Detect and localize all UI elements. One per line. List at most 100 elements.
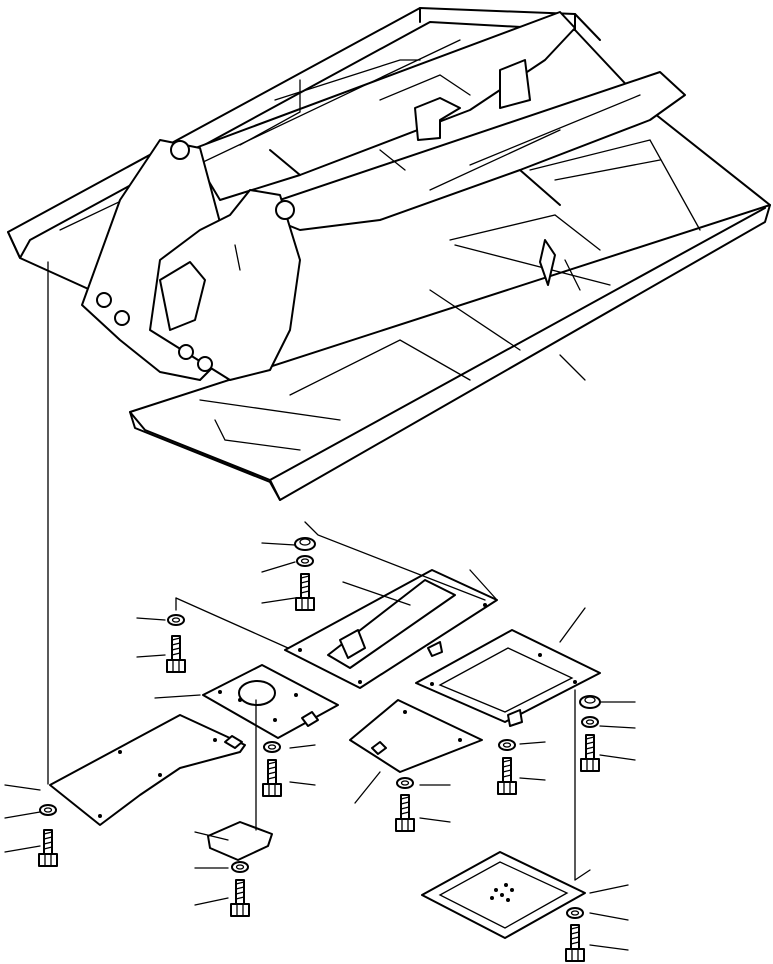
leader-line bbox=[342, 581, 411, 606]
bolt-thread bbox=[171, 637, 181, 641]
bolt bbox=[565, 924, 585, 962]
leader-line bbox=[261, 597, 296, 604]
bolt-head bbox=[580, 758, 600, 772]
cover-plate-center-upper bbox=[284, 569, 498, 689]
bolt-flat bbox=[268, 784, 276, 796]
bolt-thread bbox=[300, 580, 310, 584]
leader-line bbox=[354, 771, 381, 804]
bolt-thread bbox=[400, 796, 410, 800]
bolt-flat bbox=[236, 904, 244, 916]
bolt bbox=[230, 879, 250, 917]
bolt-thread bbox=[502, 769, 512, 773]
washer bbox=[167, 614, 185, 626]
bolt-flat bbox=[401, 819, 409, 831]
bolt-flat bbox=[44, 854, 52, 866]
bolt-thread bbox=[235, 886, 245, 890]
washer-hole bbox=[300, 558, 310, 564]
bolt-thread bbox=[570, 926, 580, 930]
bolt-head bbox=[38, 853, 58, 867]
bolt-head bbox=[395, 818, 415, 832]
bolt bbox=[295, 573, 315, 611]
leader-line bbox=[599, 725, 636, 729]
nut-top bbox=[584, 696, 596, 704]
bolt-head bbox=[497, 781, 517, 795]
cover-plate-center-lower bbox=[349, 699, 483, 773]
bolt-thread bbox=[267, 761, 277, 765]
nut bbox=[579, 695, 601, 709]
bolt-thread bbox=[400, 806, 410, 810]
leader-line bbox=[419, 817, 451, 823]
bolt-thread bbox=[300, 575, 310, 579]
bolt bbox=[580, 734, 600, 772]
inspection-cover-oval bbox=[207, 821, 273, 861]
bolt-head bbox=[295, 597, 315, 611]
leader-line bbox=[519, 741, 546, 745]
bolt-thread bbox=[570, 941, 580, 945]
bolt-head bbox=[565, 948, 585, 962]
bolt bbox=[395, 794, 415, 832]
leader-line bbox=[599, 754, 636, 761]
leader-line bbox=[194, 831, 229, 841]
washer bbox=[231, 861, 249, 873]
bottom-access-plate bbox=[421, 851, 586, 939]
washer bbox=[263, 741, 281, 753]
bolt-thread bbox=[43, 836, 53, 840]
leader-line bbox=[289, 781, 316, 786]
bolt-head bbox=[166, 659, 186, 673]
bolt-thread bbox=[267, 776, 277, 780]
bolt-thread bbox=[267, 766, 277, 770]
bolt-thread bbox=[570, 936, 580, 940]
washer bbox=[39, 804, 57, 816]
bolt-thread bbox=[502, 774, 512, 778]
washer-hole bbox=[267, 744, 277, 750]
bolt-head bbox=[262, 783, 282, 797]
bolt-thread bbox=[171, 652, 181, 656]
bolt bbox=[262, 759, 282, 797]
bolt-thread bbox=[235, 891, 245, 895]
leader-line bbox=[589, 884, 629, 894]
bolt bbox=[38, 829, 58, 867]
leader-line bbox=[289, 744, 316, 749]
washer bbox=[296, 555, 314, 567]
bolt-flat bbox=[172, 660, 180, 672]
leader-line bbox=[559, 607, 586, 643]
bolt-head bbox=[230, 903, 250, 917]
bolt bbox=[497, 757, 517, 795]
main-frame bbox=[7, 7, 771, 501]
washer-hole bbox=[43, 807, 53, 813]
bolt-thread bbox=[585, 751, 595, 755]
leader-line bbox=[261, 542, 296, 546]
bolt-thread bbox=[43, 831, 53, 835]
bolt-thread bbox=[585, 736, 595, 740]
leader-lines bbox=[4, 542, 636, 951]
washer-hole bbox=[171, 617, 181, 623]
bolt bbox=[166, 635, 186, 673]
washer bbox=[498, 739, 516, 751]
bolt-thread bbox=[502, 759, 512, 763]
washer-hole bbox=[235, 864, 245, 870]
bolt-thread bbox=[585, 746, 595, 750]
leader-line bbox=[519, 777, 546, 781]
fastener-set bbox=[38, 537, 601, 962]
bolt-thread bbox=[300, 590, 310, 594]
leader-line bbox=[4, 845, 41, 853]
bolt-thread bbox=[171, 642, 181, 646]
washer-hole bbox=[570, 910, 580, 916]
washer bbox=[396, 777, 414, 789]
bolt-thread bbox=[502, 764, 512, 768]
leader-line bbox=[194, 897, 229, 906]
alignment-lines bbox=[47, 261, 591, 881]
washer bbox=[581, 716, 599, 728]
cover-plate-center-round-hole bbox=[202, 664, 339, 739]
leader-line bbox=[589, 912, 629, 921]
leader-line bbox=[469, 569, 498, 601]
washer bbox=[566, 907, 584, 919]
bolt-flat bbox=[503, 782, 511, 794]
leader-line bbox=[136, 654, 166, 658]
leader-line bbox=[4, 811, 41, 819]
bolt-thread bbox=[267, 771, 277, 775]
leader-line bbox=[136, 617, 166, 621]
nut-top bbox=[299, 538, 311, 546]
